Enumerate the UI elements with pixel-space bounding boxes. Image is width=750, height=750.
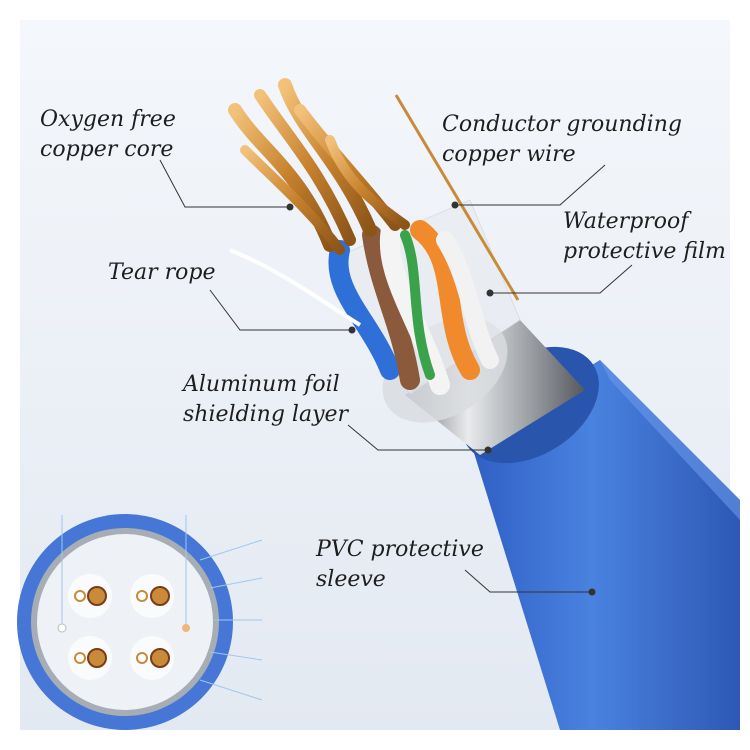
label-waterproof-protective-film: Waterproof protective film bbox=[563, 207, 726, 267]
label-pvc-line2: sleeve bbox=[316, 567, 386, 592]
label-oxygen-free-line1: Oxygen free bbox=[40, 107, 176, 132]
tear-rope bbox=[229, 248, 362, 327]
twisted-pairs bbox=[328, 215, 499, 395]
label-foil-line1: Aluminum foil bbox=[183, 372, 340, 397]
leader-oxygen-free bbox=[159, 159, 290, 208]
cross-section-pair-2 bbox=[130, 574, 174, 618]
leader-conductor bbox=[455, 164, 606, 206]
leader-waterproof bbox=[490, 264, 633, 294]
label-conductor-line2: copper wire bbox=[442, 142, 576, 167]
label-aluminum-foil-shielding-layer: Aluminum foil shielding layer bbox=[183, 370, 348, 430]
label-waterproof-line1: Waterproof bbox=[563, 209, 689, 234]
cross-section-film bbox=[37, 534, 213, 710]
label-conductor-line1: Conductor grounding bbox=[442, 112, 682, 137]
cross-section-inset bbox=[17, 514, 263, 730]
leader-pvc bbox=[464, 569, 592, 593]
label-tear-rope: Tear rope bbox=[108, 258, 215, 288]
label-waterproof-line2: protective film bbox=[563, 239, 726, 264]
cross-section-pair-1 bbox=[68, 574, 112, 618]
cross-section-pair-4 bbox=[130, 636, 174, 680]
label-oxygen-free-copper-core: Oxygen free copper core bbox=[40, 105, 176, 165]
cross-section-leaders bbox=[61, 515, 263, 701]
label-conductor-grounding-copper-wire: Conductor grounding copper wire bbox=[442, 110, 682, 170]
cross-section-ground-wire bbox=[182, 624, 190, 632]
cross-section-tear-rope bbox=[57, 623, 67, 633]
label-foil-line2: shielding layer bbox=[183, 402, 349, 427]
label-tear-rope-line1: Tear rope bbox=[108, 260, 216, 285]
leader-tear-rope bbox=[209, 289, 352, 331]
leader-foil bbox=[347, 424, 488, 451]
label-pvc-line1: PVC protective bbox=[316, 537, 484, 562]
label-oxygen-free-line2: copper core bbox=[40, 137, 174, 162]
grounding-wire bbox=[394, 94, 520, 301]
leader-lines bbox=[159, 159, 633, 596]
cross-section-pair-3 bbox=[68, 636, 112, 680]
copper-conductors bbox=[228, 78, 410, 255]
label-pvc-protective-sleeve: PVC protective sleeve bbox=[316, 535, 484, 595]
